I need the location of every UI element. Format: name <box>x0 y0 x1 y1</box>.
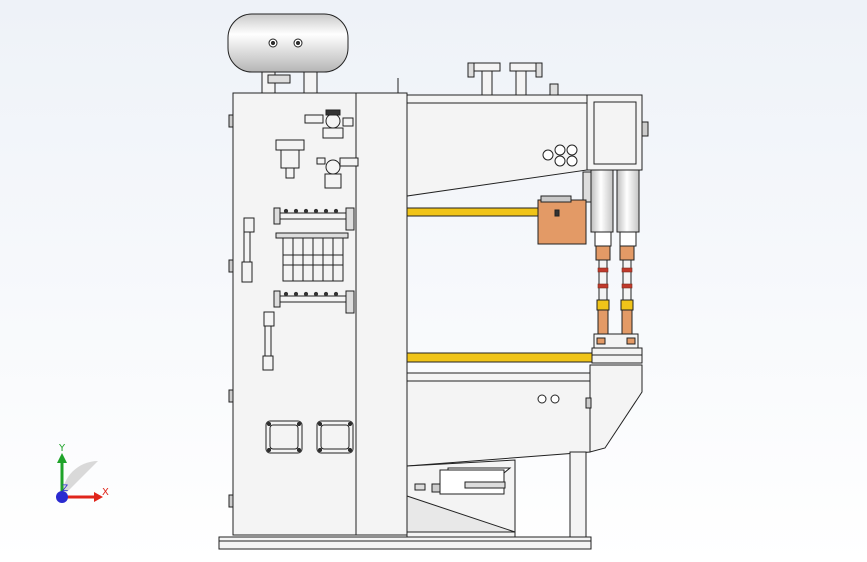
base-plate <box>218 536 592 550</box>
triad-y-label: Y <box>59 443 66 454</box>
coordinate-triad <box>56 453 103 503</box>
triad-z-label: Z <box>62 484 69 494</box>
electrode-holders <box>593 245 639 349</box>
air-tank <box>227 13 349 94</box>
upper-arm <box>406 62 649 197</box>
triad-x-label: X <box>102 487 109 498</box>
lower-arm <box>406 364 643 467</box>
pneumatic-components <box>241 109 359 371</box>
control-cabinet <box>228 78 412 536</box>
frame-legs <box>406 451 587 538</box>
transformer-block <box>537 199 587 245</box>
weld-cylinders <box>582 169 640 247</box>
lower-electrode-arm <box>406 352 593 363</box>
